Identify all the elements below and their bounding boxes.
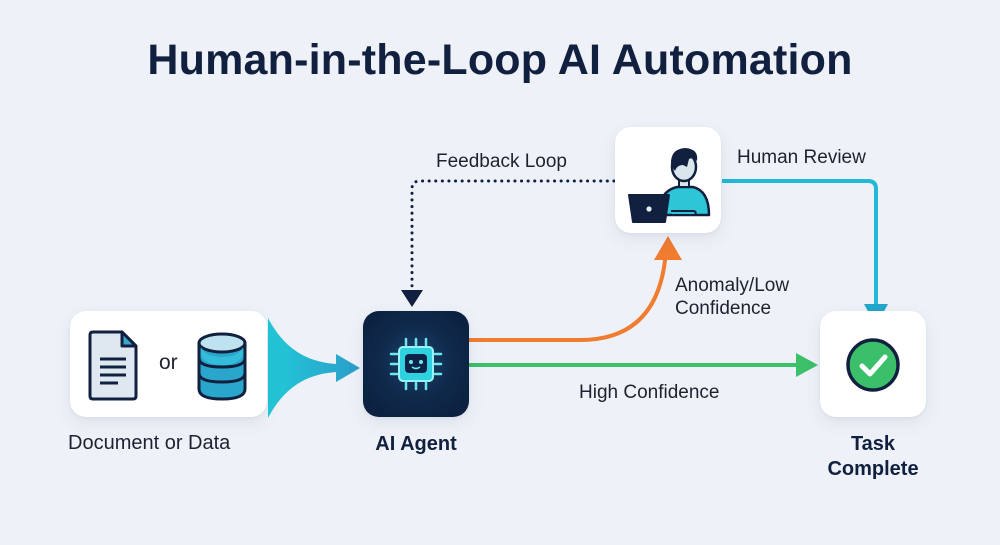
- anomaly-label-line2: Confidence: [675, 298, 772, 319]
- human-review-node: [615, 127, 721, 233]
- input-icons: [88, 330, 247, 401]
- document-icon: [88, 330, 138, 401]
- high-confidence-label: High Confidence: [579, 382, 720, 403]
- anomaly-arrow: [468, 236, 682, 342]
- diagram-title: Human-in-the-Loop AI Automation: [147, 36, 853, 84]
- input-to-agent-arrow: [268, 318, 360, 418]
- database-icon: [197, 332, 247, 401]
- feedback-loop-arrow: [401, 179, 616, 307]
- human-review-label: Human Review: [737, 147, 866, 168]
- task-complete-label-line2: Complete: [827, 458, 919, 480]
- high-confidence-arrow: [468, 353, 818, 377]
- checkmark-circle-icon: [846, 338, 900, 392]
- ai-agent-label: AI Agent: [375, 433, 457, 455]
- input-node-label: Document or Data: [68, 432, 231, 454]
- ai-agent-node: [363, 311, 469, 417]
- task-complete-node: [820, 311, 926, 417]
- task-complete-label: Task Complete: [800, 432, 946, 482]
- anomaly-label-line1: Anomaly/Low: [675, 275, 790, 296]
- ai-chip-robot-icon: [389, 337, 443, 391]
- person-laptop-icon: [628, 148, 711, 223]
- task-complete-label-line1: Task: [850, 433, 896, 455]
- or-connector-text: or: [159, 351, 178, 374]
- input-node: or: [70, 311, 267, 417]
- feedback-loop-label: Feedback Loop: [436, 151, 567, 172]
- anomaly-label: Anomaly/Low Confidence: [675, 274, 789, 320]
